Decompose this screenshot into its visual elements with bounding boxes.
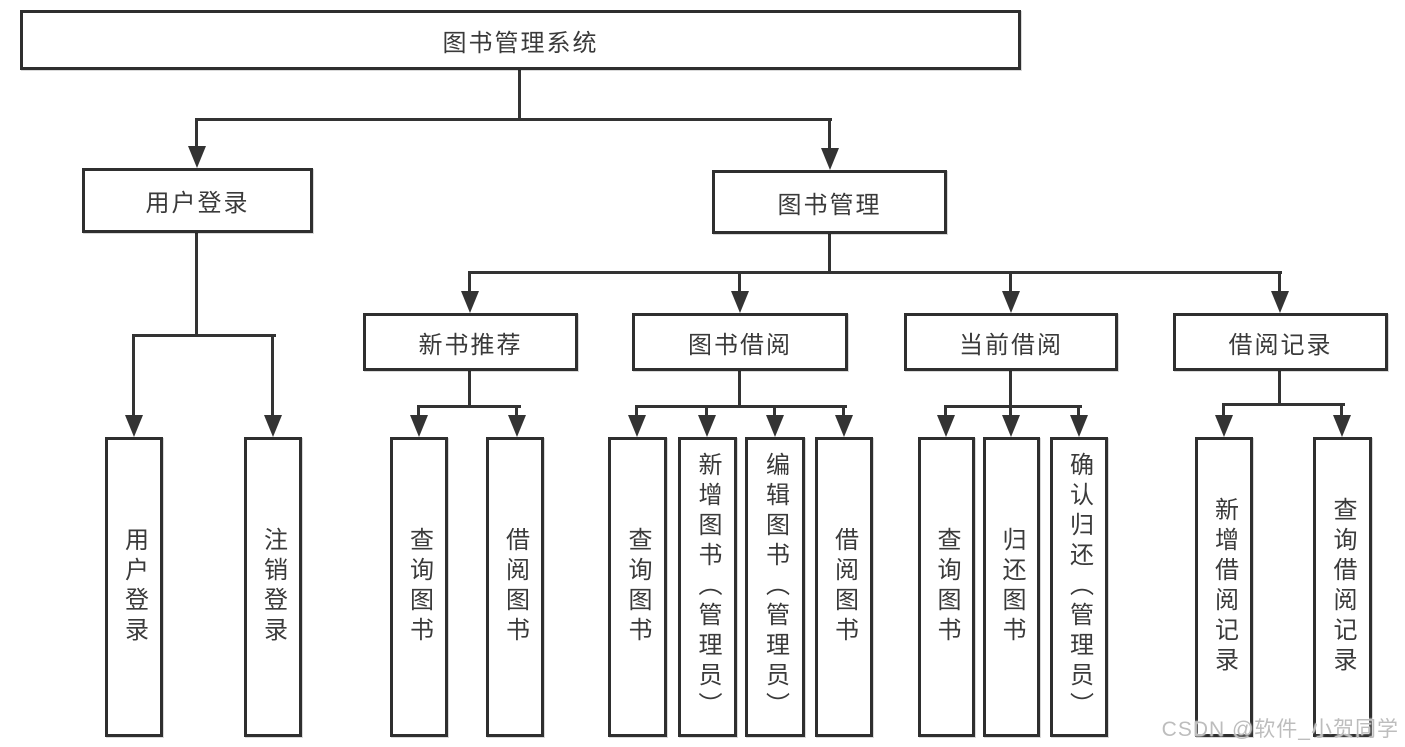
node-leaf-add-borrow-record: 新增借阅记录 xyxy=(1195,437,1253,737)
connector-line xyxy=(468,271,471,293)
connector-line xyxy=(1009,405,1012,419)
arrow-down-icon xyxy=(731,291,749,313)
arrow-down-icon xyxy=(698,415,716,437)
node-leaf-confirm-return-admin-label: 确认归还（管理员） xyxy=(1065,452,1093,722)
connector-line xyxy=(1278,371,1281,405)
node-leaf-return-books: 归还图书 xyxy=(983,437,1040,737)
connector-line xyxy=(195,118,832,121)
arrow-down-icon xyxy=(628,415,646,437)
connector-line xyxy=(271,334,274,417)
node-leaf-query-books-borrowing-label: 查询图书 xyxy=(624,527,651,647)
node-book-management: 图书管理 xyxy=(712,170,947,234)
node-leaf-query-books-borrowing: 查询图书 xyxy=(608,437,667,737)
node-current-borrowing: 当前借阅 xyxy=(904,313,1118,371)
connector-line xyxy=(468,371,471,407)
arrow-down-icon xyxy=(1002,291,1020,313)
node-leaf-edit-books-admin: 编辑图书（管理员） xyxy=(745,437,805,737)
connector-line xyxy=(195,233,198,336)
connector-line xyxy=(1077,405,1080,419)
connector-line xyxy=(944,405,947,419)
arrow-down-icon xyxy=(264,415,282,437)
node-new-book-recommend: 新书推荐 xyxy=(363,313,578,371)
node-book-management-label: 图书管理 xyxy=(777,191,882,219)
node-library-system: 图书管理系统 xyxy=(20,10,1021,70)
connector-line xyxy=(635,405,638,419)
connector-line xyxy=(773,405,776,419)
connector-line xyxy=(518,70,521,120)
node-leaf-confirm-return-admin: 确认归还（管理员） xyxy=(1050,437,1108,737)
node-leaf-user-login-label: 用户登录 xyxy=(120,527,148,647)
node-leaf-edit-books-admin-label: 编辑图书（管理员） xyxy=(761,452,789,722)
connector-line xyxy=(417,405,521,408)
arrow-down-icon xyxy=(410,415,428,437)
connector-line xyxy=(1222,403,1225,419)
node-leaf-add-books-admin: 新增图书（管理员） xyxy=(678,437,737,737)
node-leaf-logout: 注销登录 xyxy=(244,437,302,737)
node-leaf-query-books-recommend-label: 查询图书 xyxy=(405,527,433,647)
node-current-borrowing-label: 当前借阅 xyxy=(959,331,1063,359)
connector-line xyxy=(132,334,276,337)
arrow-down-icon xyxy=(1271,291,1289,313)
connector-line xyxy=(705,405,708,419)
arrow-down-icon xyxy=(1333,415,1351,437)
arrow-down-icon xyxy=(1070,415,1088,437)
node-leaf-query-borrow-record: 查询借阅记录 xyxy=(1313,437,1372,737)
connector-line xyxy=(417,405,420,419)
node-leaf-user-login: 用户登录 xyxy=(105,437,163,737)
connector-line xyxy=(515,405,518,419)
arrow-down-icon xyxy=(1002,415,1020,437)
node-user-login-branch: 用户登录 xyxy=(82,168,313,233)
arrow-down-icon xyxy=(508,415,526,437)
node-new-book-recommend-label: 新书推荐 xyxy=(418,331,523,359)
node-leaf-borrow-books-label: 借阅图书 xyxy=(830,527,858,647)
connector-line xyxy=(828,234,831,273)
connector-line xyxy=(828,118,831,150)
connector-line xyxy=(195,118,198,148)
connector-line xyxy=(468,271,1282,274)
arrow-down-icon xyxy=(1215,415,1233,437)
node-borrowing-records: 借阅记录 xyxy=(1173,313,1388,371)
node-book-borrowing: 图书借阅 xyxy=(632,313,848,371)
arrow-down-icon xyxy=(835,415,853,437)
node-leaf-add-books-admin-label: 新增图书（管理员） xyxy=(694,452,721,722)
connector-line xyxy=(635,405,847,408)
node-leaf-return-books-label: 归还图书 xyxy=(998,527,1025,647)
connector-line xyxy=(132,334,135,417)
arrow-down-icon xyxy=(461,291,479,313)
arrow-down-icon xyxy=(188,146,206,168)
node-leaf-logout-label: 注销登录 xyxy=(259,527,287,647)
connector-line xyxy=(842,405,845,419)
arrow-down-icon xyxy=(766,415,784,437)
arrow-down-icon xyxy=(937,415,955,437)
connector-line xyxy=(1340,403,1343,419)
node-book-borrowing-label: 图书借阅 xyxy=(688,331,792,359)
connector-line xyxy=(944,405,1082,408)
node-leaf-borrow-books-recommend: 借阅图书 xyxy=(486,437,544,737)
arrow-down-icon xyxy=(821,148,839,170)
node-library-system-label: 图书管理系统 xyxy=(442,29,599,57)
node-leaf-query-borrow-record-label: 查询借阅记录 xyxy=(1329,497,1356,677)
node-borrowing-records-label: 借阅记录 xyxy=(1228,331,1333,359)
node-leaf-query-books-current-label: 查询图书 xyxy=(933,527,960,647)
node-leaf-borrow-books-recommend-label: 借阅图书 xyxy=(501,527,529,647)
connector-line xyxy=(738,271,741,293)
node-leaf-query-books-current: 查询图书 xyxy=(918,437,975,737)
connector-line xyxy=(1009,371,1012,407)
node-leaf-add-borrow-record-label: 新增借阅记录 xyxy=(1210,497,1238,677)
node-leaf-borrow-books: 借阅图书 xyxy=(815,437,873,737)
arrow-down-icon xyxy=(125,415,143,437)
connector-line xyxy=(1278,271,1281,293)
connector-line xyxy=(738,371,741,407)
node-user-login-branch-label: 用户登录 xyxy=(145,190,250,217)
node-leaf-query-books-recommend: 查询图书 xyxy=(390,437,448,737)
connector-line xyxy=(1009,271,1012,293)
connector-line xyxy=(1222,403,1345,406)
